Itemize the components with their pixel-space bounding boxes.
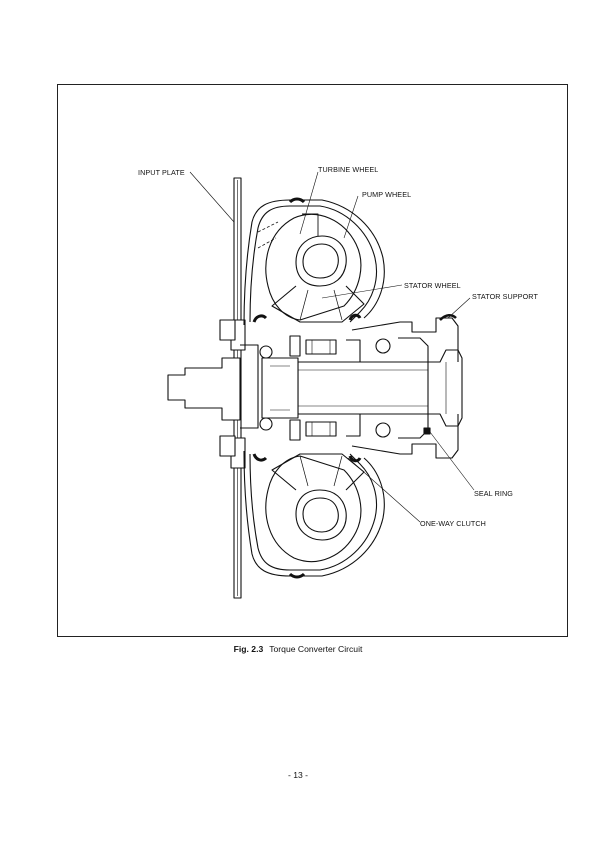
leader-lines: [189, 171, 475, 523]
label-seal-ring: SEAL RING: [474, 489, 513, 498]
stator-support-shape: [346, 314, 459, 459]
housing-lower-shape: [243, 450, 385, 579]
label-pump-wheel: PUMP WHEEL: [362, 190, 412, 199]
figure-number: Fig. 2.3: [233, 644, 264, 654]
figure-caption: Fig. 2.3 Torque Converter Circuit: [0, 644, 596, 654]
label-input-plate: INPUT PLATE: [138, 168, 185, 177]
label-stator-wheel: STATOR WHEEL: [404, 281, 461, 290]
input-hub-shape: [167, 319, 259, 457]
housing-upper-shape: [243, 197, 385, 326]
shaft-assembly-shape: [259, 335, 463, 441]
page-number: - 13 -: [287, 770, 309, 780]
label-turbine-wheel: TURBINE WHEEL: [318, 165, 379, 174]
label-stator-support: STATOR SUPPORT: [472, 292, 538, 301]
figure-title: Torque Converter Circuit: [269, 644, 363, 654]
label-one-way-clutch: ONE-WAY CLUTCH: [420, 519, 486, 528]
figure-frame: [57, 84, 568, 637]
